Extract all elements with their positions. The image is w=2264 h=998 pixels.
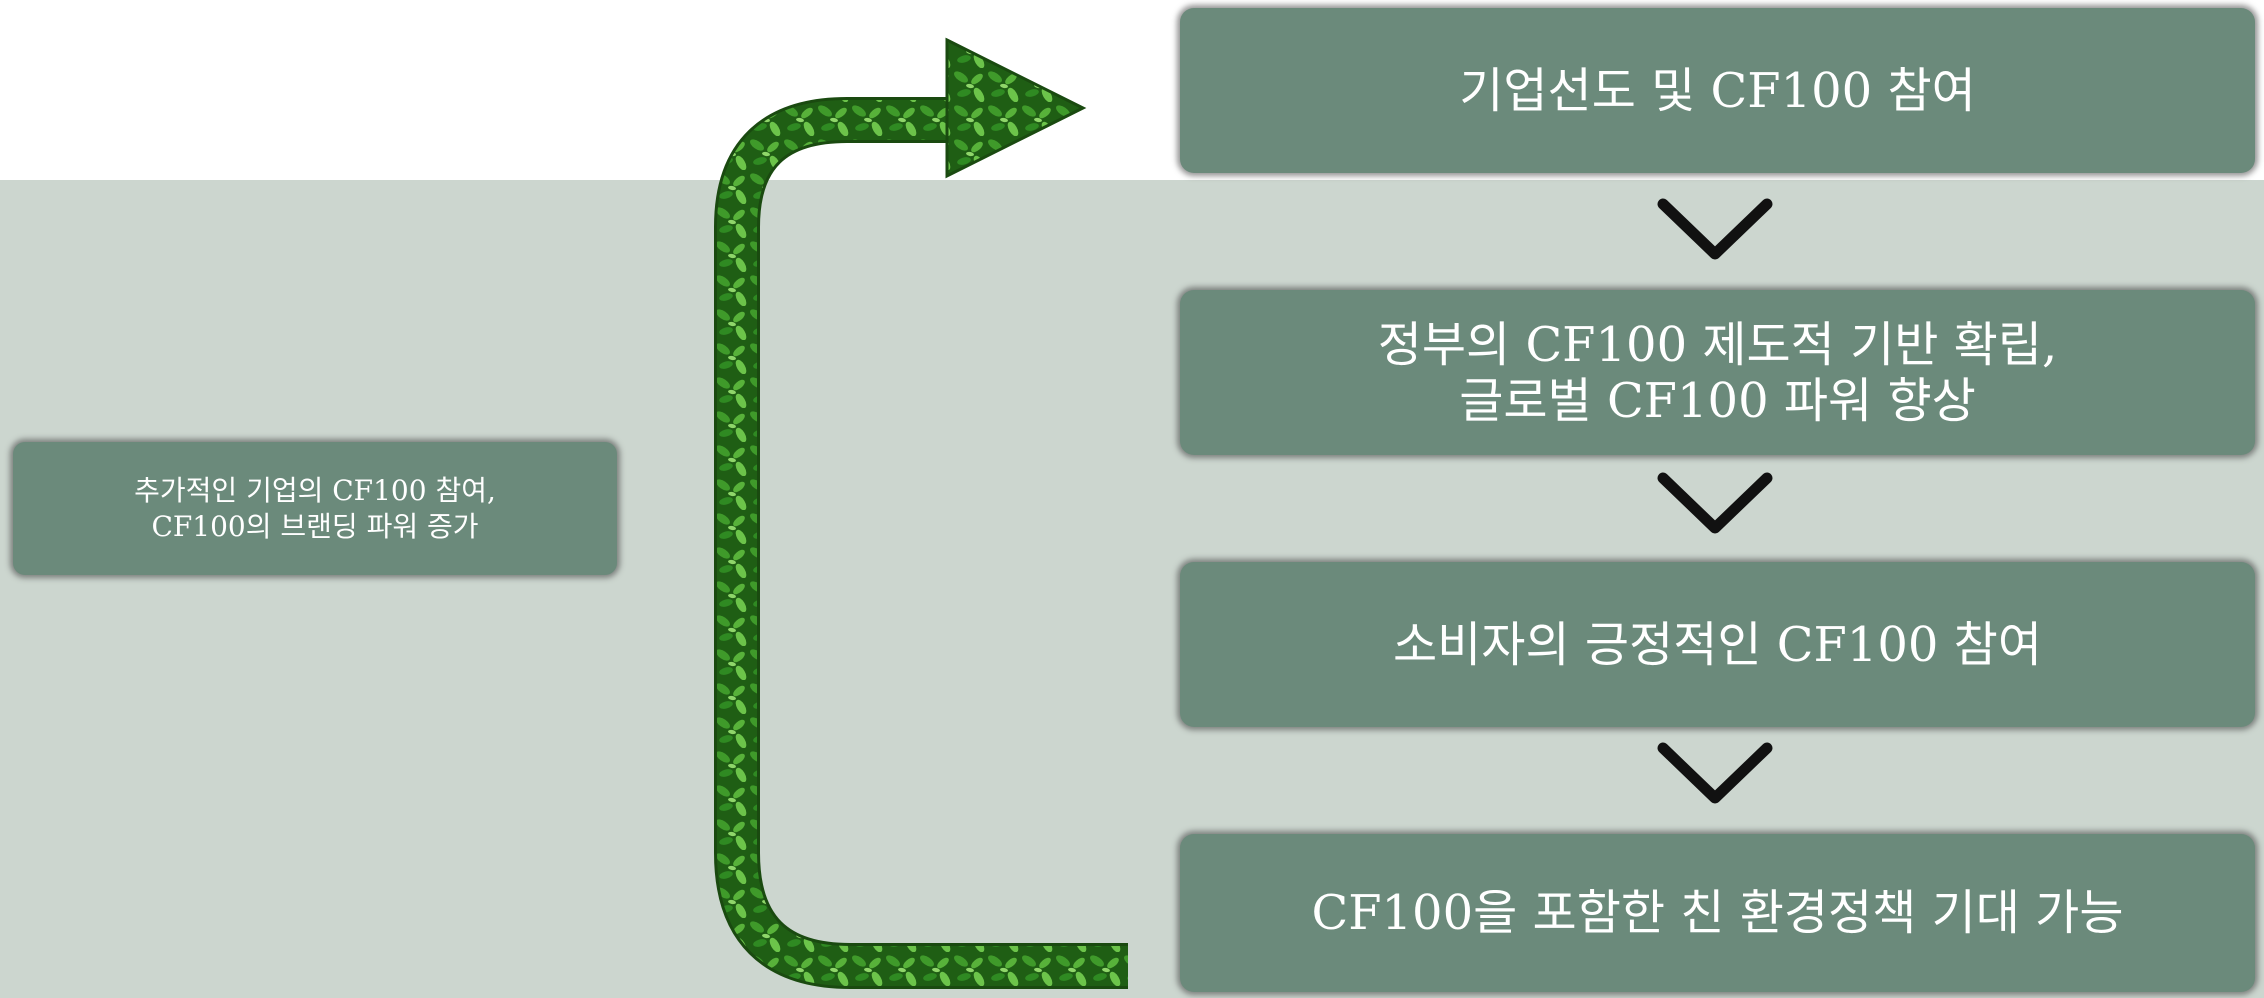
chevron-down-icon <box>1657 742 1773 804</box>
flow-step-4: CF100을 포함한 친 환경정책 기대 가능 <box>1180 834 2255 992</box>
flow-step-2: 정부의 CF100 제도적 기반 확립, 글로벌 CF100 파워 향상 <box>1180 290 2255 455</box>
feedback-note: 추가적인 기업의 CF100 참여, CF100의 브랜딩 파워 증가 <box>13 442 617 575</box>
flow-step-1: 기업선도 및 CF100 참여 <box>1180 8 2255 173</box>
chevron-down-icon <box>1657 198 1773 260</box>
flow-step-3: 소비자의 긍정적인 CF100 참여 <box>1180 562 2255 727</box>
chevron-down-icon <box>1657 472 1773 534</box>
